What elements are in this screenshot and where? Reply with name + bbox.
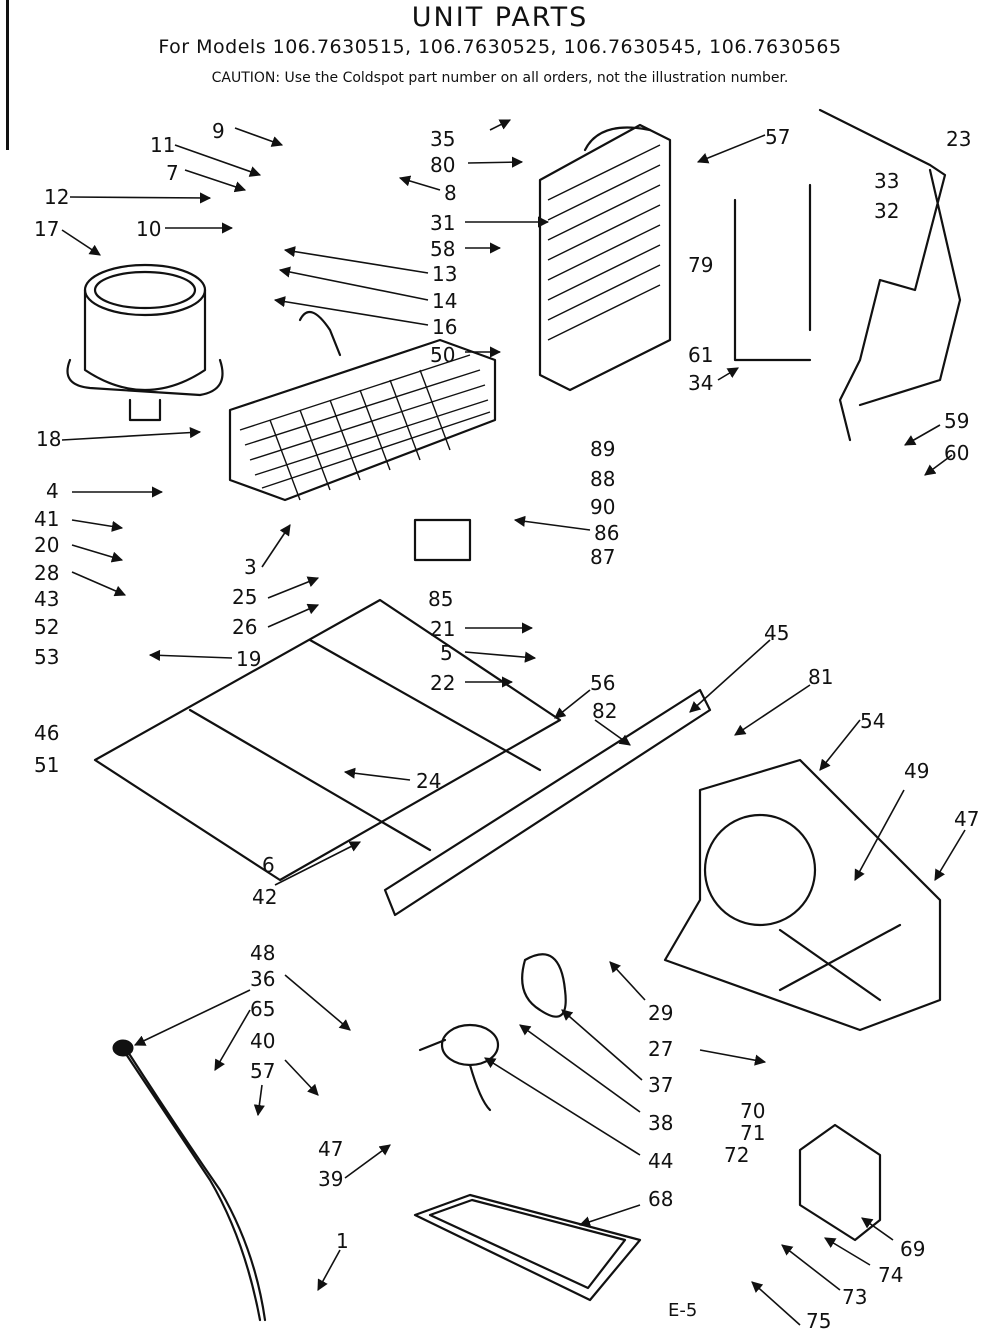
callout-label: 24 [416,769,441,793]
callout-label: 23 [946,127,971,151]
callout-label: 59 [944,409,969,433]
page-title: UNIT PARTS [411,2,589,33]
callout-label: 7 [166,161,179,185]
callout-label: 36 [250,967,275,991]
callout-label: 13 [432,262,457,286]
callout-label: 41 [34,507,59,531]
frame-illustration [93,598,712,917]
callout-label: 51 [34,753,59,777]
callout-label: 26 [232,615,257,639]
callout-label: 33 [874,169,899,193]
page-reference: E-5 [668,1300,698,1321]
fan-motor-illustration [418,953,567,1112]
callout-label: 65 [250,997,275,1021]
callout-label: 82 [592,699,617,723]
callout-label: 52 [34,615,59,639]
callout-label: 18 [36,427,61,451]
callout-label: 12 [44,185,69,209]
callout-label: 74 [878,1263,903,1287]
models-line: For Models 106.7630515, 106.7630525, 106… [158,36,842,58]
callout-label: 70 [740,1099,765,1123]
callout-label: 5 [440,641,453,665]
callout-label: 90 [590,495,615,519]
callout-label: 69 [900,1237,925,1261]
callout-label: 57 [765,125,790,149]
callout-label: 79 [688,253,713,277]
callout-label: 3 [244,555,257,579]
callout-label: 50 [430,343,455,367]
callout-label: 80 [430,153,455,177]
margin-rule [6,0,9,150]
compressor-illustration [66,263,224,422]
callout-label: 10 [136,217,161,241]
callout-label: 58 [430,237,455,261]
callout-label: 6 [262,853,275,877]
callout-label: 16 [432,315,457,339]
callout-label: 28 [34,561,59,585]
callout-labels: 9 11 7 12 10 17 8 35 80 31 57 23 33 32 5… [34,119,979,1333]
callout-label: 85 [428,587,453,611]
condenser-illustration [538,123,672,392]
callout-label: 25 [232,585,257,609]
relay-cover-illustration [798,1123,882,1242]
harness-plug-icon [112,1039,134,1057]
fan-housing-illustration [663,758,942,1032]
callout-label: 89 [590,437,615,461]
callout-label: 38 [648,1111,673,1135]
callout-label: 68 [648,1187,673,1211]
callout-label: 49 [904,759,929,783]
callout-label: 43 [34,587,59,611]
harness-illustration [118,1043,267,1322]
callout-label: 88 [590,467,615,491]
callout-label: 17 [34,217,59,241]
callout-label: 27 [648,1037,673,1061]
callout-label: 32 [874,199,899,223]
callout-label: 45 [764,621,789,645]
callout-label: 72 [724,1143,749,1167]
evaporator-illustration [228,310,497,562]
callout-label: 11 [150,133,175,157]
callout-label: 75 [806,1309,831,1333]
callout-label: 34 [688,371,713,395]
callout-label: 56 [590,671,615,695]
leader-lines [61,119,966,1326]
callout-label: 40 [250,1029,275,1053]
callout-label: 47 [318,1137,343,1161]
callout-label: 31 [430,211,455,235]
callout-label: 60 [944,441,969,465]
callout-label: 35 [430,127,455,151]
tubing-illustration [733,108,962,442]
callout-label: 48 [250,941,275,965]
callout-label: 61 [688,343,713,367]
callout-label: 14 [432,289,457,313]
callout-label: 42 [252,885,277,909]
callout-label: 4 [46,479,59,503]
callout-label: 29 [648,1001,673,1025]
callout-label: 1 [336,1229,349,1253]
callout-label: 39 [318,1167,343,1191]
callout-label: 86 [594,521,619,545]
callout-label: 71 [740,1121,765,1145]
callout-label: 46 [34,721,59,745]
drain-pan-illustration [413,1193,642,1302]
callout-label: 54 [860,709,885,733]
callout-label: 87 [590,545,615,569]
callout-label: 53 [34,645,59,669]
callout-label: 44 [648,1149,673,1173]
callout-label: 47 [954,807,979,831]
callout-label: 81 [808,665,833,689]
callout-label: 20 [34,533,59,557]
callout-label: 57 [250,1059,275,1083]
callout-label: 19 [236,647,261,671]
callout-label: 21 [430,617,455,641]
caution-note: CAUTION: Use the Coldspot part number on… [211,70,789,86]
callout-label: 22 [430,671,455,695]
callout-label: 73 [842,1285,867,1309]
callout-label: 8 [444,181,457,205]
callout-label: 37 [648,1073,673,1097]
callout-label: 9 [212,119,225,143]
